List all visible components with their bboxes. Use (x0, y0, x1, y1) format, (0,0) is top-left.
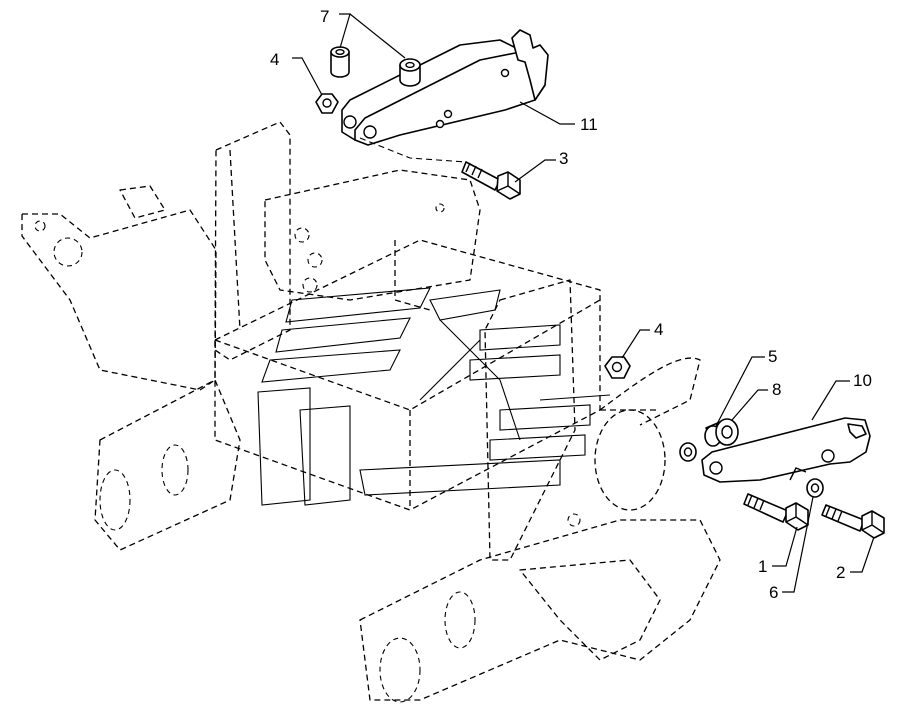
callout-4-right: 4 (654, 320, 663, 339)
callout-4-top: 4 (270, 50, 279, 69)
callout-7: 7 (320, 7, 329, 26)
part-11-bracket-plate (341, 29, 549, 146)
part-7-bushing-a (330, 46, 350, 78)
callout-1: 1 (758, 557, 767, 576)
callout-2: 2 (836, 563, 845, 582)
part-10-plate (701, 417, 871, 483)
part-6-washer-a (679, 442, 697, 462)
callout-labels: 7 4 11 3 4 5 8 10 1 2 6 (270, 7, 872, 602)
callout-8: 8 (772, 380, 781, 399)
part-3-bolt (359, 137, 521, 200)
frame-assembly (21, 121, 721, 703)
part-2-bolt (821, 504, 885, 539)
callout-6: 6 (769, 583, 778, 602)
callout-3: 3 (559, 149, 568, 168)
callout-10: 10 (853, 371, 872, 390)
part-4-nut-top (315, 93, 339, 114)
callout-11: 11 (580, 115, 598, 134)
part-6-washer-b (806, 478, 824, 498)
part-1-bolt (743, 493, 809, 531)
callout-leaders (292, 13, 875, 593)
part-8-spacer (715, 418, 739, 446)
callout-5: 5 (768, 347, 777, 366)
part-7-bushing-b (399, 58, 421, 87)
part-4-nut-right (604, 356, 631, 379)
watermark-logo (257, 287, 611, 506)
